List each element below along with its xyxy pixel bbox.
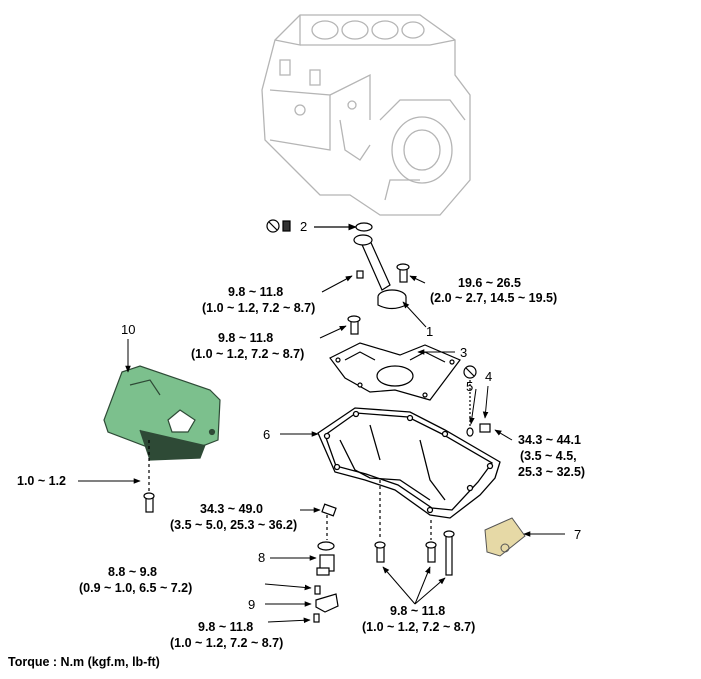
callout-8: 8 xyxy=(258,550,266,565)
torque-value: 19.6 ~ 26.5 xyxy=(458,276,521,290)
torque-cover-bolt: 1.0 ~ 1.2 xyxy=(17,474,66,488)
callout-4: 4 xyxy=(485,369,493,384)
engine-cover xyxy=(103,365,221,461)
torque-pickup-bolt-sub: (2.0 ~ 2.7, 14.5 ~ 19.5) xyxy=(430,291,558,305)
callout-3: 3 xyxy=(460,345,468,360)
torque-pan-lower-bolt-sub: (1.0 ~ 1.2, 7.2 ~ 8.7) xyxy=(362,620,476,634)
torque-baffle-bolt-sub: (1.0 ~ 1.2, 7.2 ~ 8.7) xyxy=(191,347,305,361)
torque-pickup-bolt: 19.6 ~ 26.5 xyxy=(458,276,521,291)
torque-baffle-bolt: 9.8 ~ 11.8 xyxy=(218,331,274,345)
torque-units-footnote: Torque : N.m (kgf.m, lb-ft) xyxy=(8,655,160,669)
drain-plug xyxy=(463,365,491,437)
prohibited-circle-icon xyxy=(266,219,280,233)
prohibited-circle-icon xyxy=(463,365,477,379)
callout-7: 7 xyxy=(574,527,582,542)
torque-sensor-bolt: 8.8 ~ 9.8 xyxy=(108,565,157,579)
callout-5: 5 xyxy=(466,379,474,394)
baffle-plate xyxy=(329,315,461,401)
o-ring-part xyxy=(266,219,373,233)
torque-pan-bolt-sub: (3.5 ~ 5.0, 25.3 ~ 36.2) xyxy=(170,518,298,532)
callout-9: 9 xyxy=(248,597,256,612)
callout-10: 10 xyxy=(121,322,136,337)
torque-pickup-nut: 9.8 ~ 11.8 xyxy=(228,285,284,299)
torque-sensor-bolt-sub: (0.9 ~ 1.0, 6.5 ~ 7.2) xyxy=(79,581,193,595)
sealant-tube xyxy=(484,517,526,557)
torque-level-bolt: 9.8 ~ 11.8 xyxy=(198,620,254,634)
callout-2: 2 xyxy=(300,219,308,234)
torque-pickup-nut-sub: (1.0 ~ 1.2, 7.2 ~ 8.7) xyxy=(202,301,316,315)
torque-pan-bolt: 34.3 ~ 49.0 xyxy=(200,502,263,516)
callout-1: 1 xyxy=(426,324,434,339)
torque-drain-plug-mid: (3.5 ~ 4.5, xyxy=(520,449,577,463)
lower-hardware xyxy=(143,440,455,623)
callout-6: 6 xyxy=(263,427,271,442)
oil-pan xyxy=(317,407,501,519)
leader-lines xyxy=(78,275,565,624)
torque-level-bolt-sub: (1.0 ~ 1.2, 7.2 ~ 8.7) xyxy=(170,636,284,650)
engine-block xyxy=(261,14,471,216)
oil-pickup xyxy=(353,234,410,310)
torque-pan-lower-bolt: 9.8 ~ 11.8 xyxy=(390,604,446,618)
torque-drain-plug: 34.3 ~ 44.1 xyxy=(518,433,581,447)
torque-drain-plug-bot: 25.3 ~ 32.5) xyxy=(518,465,586,479)
